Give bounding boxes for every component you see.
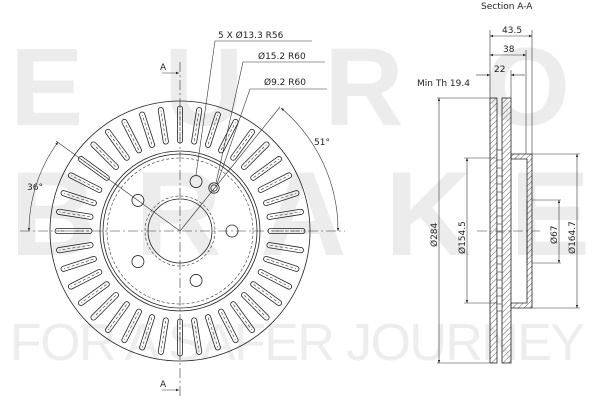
dim-43-5: 43.5 <box>502 26 522 36</box>
vent-slot <box>191 317 203 355</box>
vent-slot <box>54 228 93 235</box>
vent-slot <box>139 314 156 351</box>
vent-slot <box>204 111 221 148</box>
dim-outer-diameter: Ø284 <box>429 222 440 247</box>
vent-slot <box>90 141 119 170</box>
angle-left-label: 36° <box>27 183 43 193</box>
angle-36-arc <box>27 141 59 232</box>
min-thickness: Min Th 19.4 <box>417 79 470 89</box>
vent-slot <box>157 317 169 355</box>
vent-slot <box>77 281 110 306</box>
hole2-label: Ø15.2 R60 <box>258 51 306 62</box>
friction-plate-inner <box>501 97 512 364</box>
vent-slot <box>157 107 169 145</box>
vent-slot <box>177 318 184 357</box>
locating-hole-outer <box>208 182 220 194</box>
vent-slot <box>266 242 304 254</box>
vent-slot <box>191 107 203 145</box>
vent-slot <box>121 118 142 154</box>
vent-slot <box>139 111 156 148</box>
vent-slot <box>90 292 119 321</box>
vent-slot <box>263 255 300 272</box>
hole3-label: Ø9.2 R60 <box>264 77 306 88</box>
vent-slot <box>60 255 97 272</box>
bolt-holes-label: 5 X Ø13.3 R56 <box>218 30 284 41</box>
friction-plate-outer <box>489 97 498 364</box>
locating-hole-inner <box>210 184 218 192</box>
bolt-holes <box>131 175 239 287</box>
dim-38: 38 <box>503 45 515 55</box>
vent-slot <box>241 141 270 170</box>
vent-slot <box>67 269 103 290</box>
section-view: Section A-A 43.5 38 22 Min Th 19.4 Ø284 … <box>417 2 580 364</box>
vent-slot <box>257 269 293 290</box>
vent-slot <box>241 292 270 321</box>
bolt-hole <box>131 194 145 207</box>
dim-inner-diameter: Ø154.5 <box>457 221 468 254</box>
vent-slot <box>67 172 103 193</box>
bolt-hole <box>189 274 203 287</box>
disc-front-view: 5 X Ø13.3 R56 Ø15.2 R60 Ø9.2 R60 36° 51°… <box>20 30 345 396</box>
vent-slot <box>105 128 130 161</box>
vent-slot <box>230 128 255 161</box>
outer-edge <box>49 100 311 362</box>
vent-slot <box>218 118 239 154</box>
vent-slot <box>230 301 255 334</box>
vent-slot <box>56 242 94 254</box>
vent-slot <box>250 281 283 306</box>
dim-22: 22 <box>494 65 505 75</box>
svg-text:FOR A SAFER JOURNEY: FOR A SAFER JOURNEY <box>10 314 585 372</box>
center-bore <box>147 198 213 264</box>
vent-slot <box>60 190 97 207</box>
vent-slot <box>105 301 130 334</box>
angle-51-arc <box>280 107 340 232</box>
section-marker-top: A <box>160 63 167 73</box>
bolt-hole <box>225 224 239 238</box>
braking-surface-inner <box>99 150 261 312</box>
angle-right-label: 51° <box>314 138 330 148</box>
dim-hat-diameter: Ø164.7 <box>567 221 578 254</box>
vent-slot <box>121 308 142 344</box>
bolt-hole <box>131 255 145 268</box>
vent-slot <box>218 308 239 344</box>
section-title: Section A-A <box>481 2 533 12</box>
bolt-hole <box>189 175 203 188</box>
dim-center-bore: Ø67 <box>549 225 560 244</box>
section-marker-bottom: A <box>160 380 167 390</box>
vent-slot <box>204 314 221 351</box>
vent-slot <box>176 105 183 144</box>
